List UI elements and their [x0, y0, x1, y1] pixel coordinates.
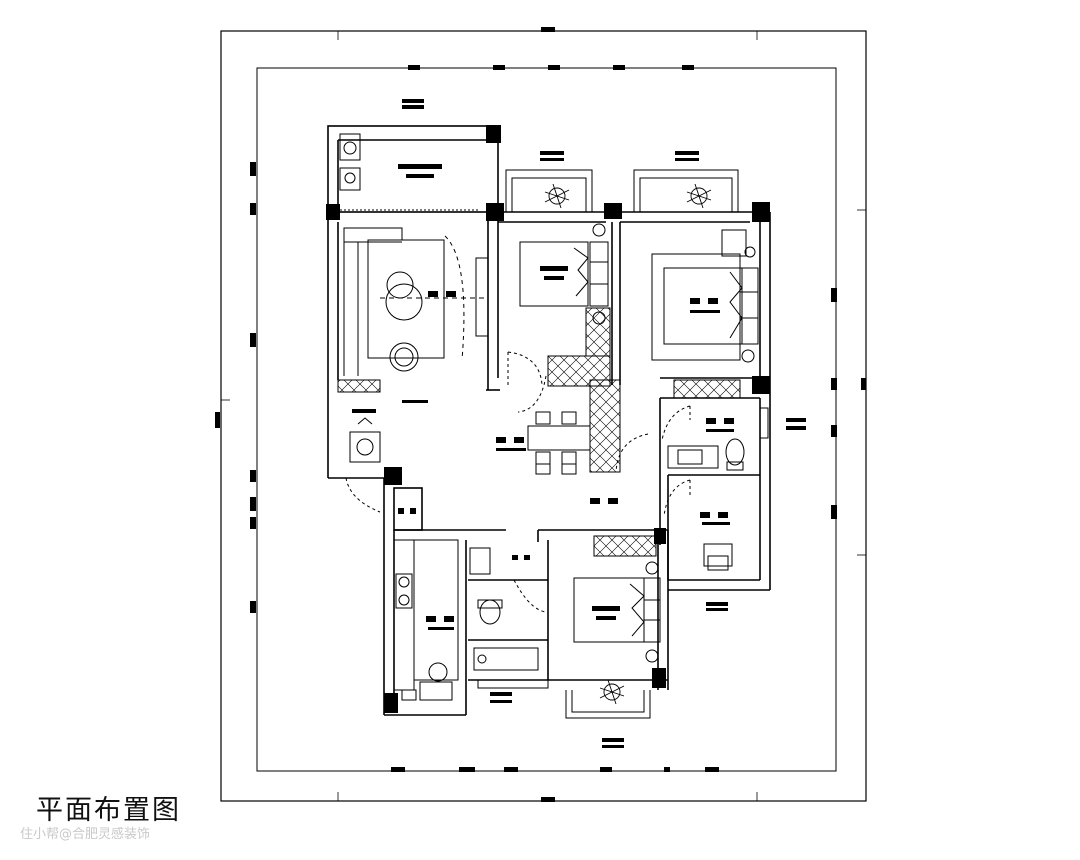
dimension-ticks — [215, 27, 866, 802]
bay-windows — [477, 169, 769, 719]
bedroom1-furniture — [507, 223, 611, 387]
corridor-closets — [589, 379, 741, 557]
balcony-fixtures — [339, 133, 480, 211]
living-room-furniture — [337, 227, 489, 393]
structural-columns — [326, 125, 770, 713]
room-label-placeholders — [352, 99, 806, 748]
entry-fixtures — [349, 375, 547, 463]
inner-frame — [256, 67, 837, 772]
plant-symbols — [544, 183, 712, 705]
study-furniture — [663, 479, 733, 571]
bathroom1-fixtures — [469, 547, 539, 671]
bedroom2-furniture — [651, 229, 759, 363]
kitchen-fixtures — [345, 477, 459, 701]
drawing-title: 平面布置图 — [36, 795, 181, 826]
watermark-text: 住小帮@合肥灵感装饰 — [20, 827, 151, 842]
dimension-lines — [221, 31, 866, 801]
bedroom3-furniture — [513, 561, 661, 663]
dining-table — [527, 411, 591, 475]
bathroom2-fixtures — [615, 405, 745, 473]
